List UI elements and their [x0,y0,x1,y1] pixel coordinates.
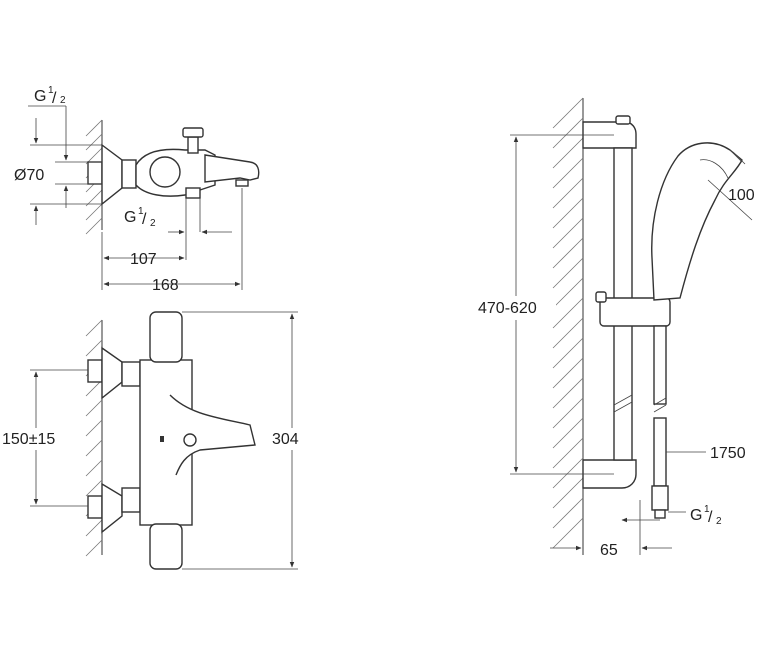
dim-168: 168 [152,277,179,294]
g-half-label-outlet: G [124,209,136,226]
wall-hatch-bottom [85,319,103,557]
g-half-sup-outlet: 1 [138,206,144,217]
diameter-label: Ø70 [14,167,44,184]
g-half-sub-outlet: 2 [150,218,156,229]
dim-470-620: 470-620 [478,300,537,317]
g-half-sup-rail: 1 [704,504,710,515]
side-view-mixer: G 1 / 2 Ø70 G 1 / 2 107 168 [14,85,260,294]
dim-100: 100 [728,187,755,204]
g-half-slash-rail: / [708,509,713,526]
front-view-mixer: 150±15 304 [2,311,314,570]
g-half-slash-top: / [52,90,57,107]
wall-hatch-right [552,97,584,555]
dim-304: 304 [272,431,299,448]
g-half-label-top: G [34,88,46,105]
dim-150: 150±15 [2,431,55,448]
g-half-sub-top: 2 [60,95,66,106]
shower-rail-set: 470-620 100 1750 G 1 / 2 65 [476,97,755,559]
g-half-slash-outlet: / [142,211,147,228]
dim-65: 65 [600,542,618,559]
g-half-label-rail: G [690,507,702,524]
dim-1750: 1750 [710,445,746,462]
g-half-sup-top: 1 [48,85,54,96]
dim-107: 107 [130,251,157,268]
g-half-sub-rail: 2 [716,516,722,527]
